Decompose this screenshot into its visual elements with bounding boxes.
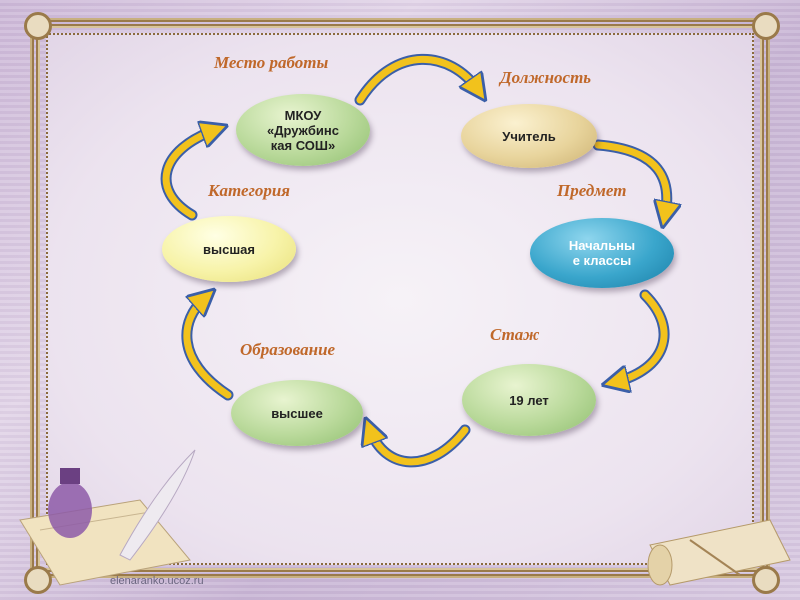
node-category-text: высшая xyxy=(203,241,255,257)
node-position: Учитель xyxy=(461,104,597,168)
scroll-decoration xyxy=(647,519,791,586)
content-area xyxy=(46,33,754,565)
frame-corner-ornament xyxy=(752,566,780,594)
node-education: высшее xyxy=(231,380,363,446)
node-experience-text: 19 лет xyxy=(509,392,549,408)
label-position: Должность xyxy=(500,68,592,87)
node-category: высшая xyxy=(162,216,296,282)
label-education: Образование xyxy=(240,340,336,359)
quill-ink-decoration xyxy=(19,449,196,586)
frame-corner-ornament xyxy=(752,12,780,40)
node-workplace-text: МКОУ «Дружбинс кая СОШ» xyxy=(267,107,339,153)
footer-site: elenaranko.ucoz.ru xyxy=(110,575,204,587)
node-education-text: высшее xyxy=(271,405,323,421)
label-subject: Предмет xyxy=(557,181,627,200)
node-subject-text: Начальны е классы xyxy=(568,238,636,268)
frame-corner-ornament xyxy=(24,12,52,40)
node-position-text: Учитель xyxy=(502,128,556,144)
node-experience: 19 лет xyxy=(462,364,596,436)
ornate-frame xyxy=(32,20,768,576)
node-subject: Начальны е классы xyxy=(530,218,674,288)
label-category: Категория xyxy=(208,181,291,200)
frame-corner-ornament xyxy=(24,566,52,594)
node-workplace: МКОУ «Дружбинс кая СОШ» xyxy=(236,94,370,166)
label-workplace: Место работы xyxy=(214,53,329,72)
label-experience: Стаж xyxy=(490,325,540,344)
